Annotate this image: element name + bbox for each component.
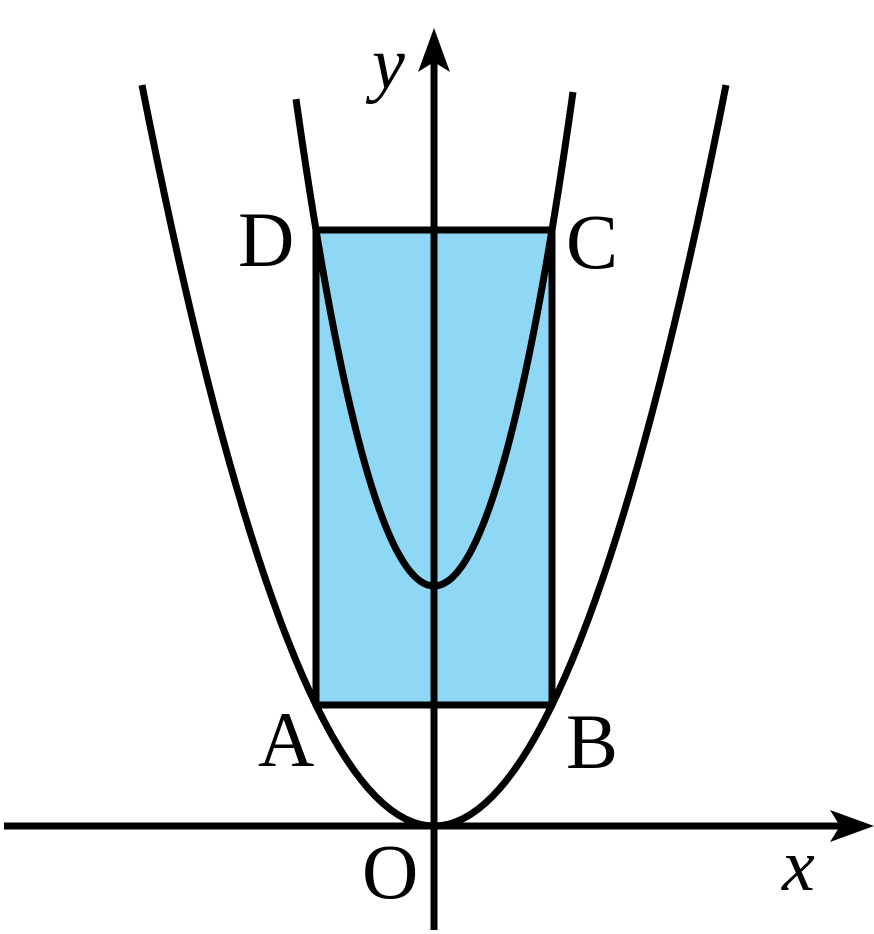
point-label-a: A xyxy=(258,696,314,783)
rectangle-abcd-outline xyxy=(312,226,556,709)
x-axis-arrowhead xyxy=(830,810,874,842)
inner-parabola xyxy=(292,91,577,590)
point-label-b: B xyxy=(566,698,618,785)
point-label-d: D xyxy=(238,196,294,283)
x-axis-label: x xyxy=(781,825,815,907)
y-axis-label: y xyxy=(365,23,405,105)
origin-label: O xyxy=(362,828,418,915)
outer-parabola xyxy=(138,84,730,830)
point-label-c: C xyxy=(566,198,618,285)
y-axis-arrowhead xyxy=(418,28,450,72)
